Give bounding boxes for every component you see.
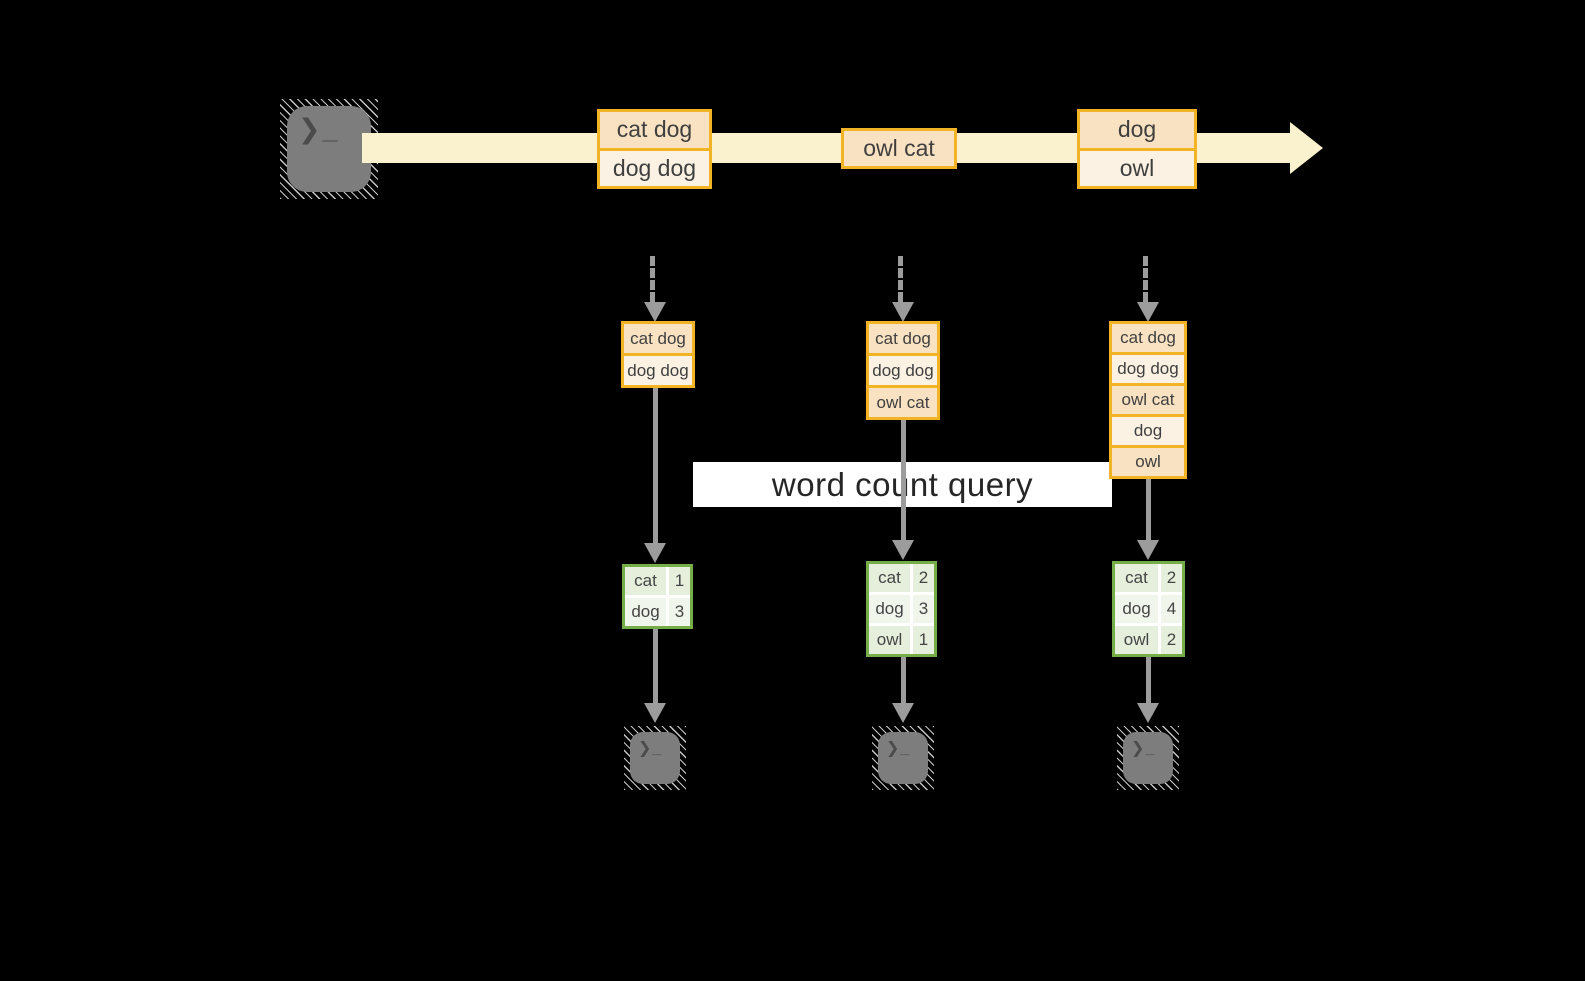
connector-line [653,629,658,704]
arrowhead-icon [644,703,666,723]
arrowhead-icon [892,302,914,322]
output-terminal-icon: ❯_ [1117,726,1179,790]
word-cell: dog [625,598,666,626]
buffer-record: cat dog [1112,324,1184,352]
word-cell: cat [869,564,910,592]
terminal-prompt-glyph: ❯_ [886,740,911,757]
buffer-record: owl cat [1112,383,1184,414]
stream-arrowhead-icon [1290,122,1323,174]
stream-event-3: dog owl [1077,109,1197,189]
event-line: dog [1080,112,1194,148]
terminal-prompt-glyph: ❯_ [298,114,340,144]
buffer-record: dog dog [1112,352,1184,383]
event-line: dog dog [600,147,709,186]
event-line: owl cat [844,131,954,166]
word-cell: owl [1115,626,1158,654]
terminal-prompt-glyph: ❯_ [638,740,663,757]
count-cell: 4 [1161,595,1182,623]
table-row: dog 3 [869,595,934,623]
ingest-arrow-dashed [1143,256,1148,302]
buffer-record: dog dog [869,353,937,385]
word-cell: dog [1115,595,1158,623]
count-table-2: cat 2 dog 3 owl 1 [866,561,937,657]
table-row: cat 2 [1115,564,1182,592]
arrowhead-icon [1137,540,1159,560]
count-cell: 3 [913,595,934,623]
word-cell: dog [869,595,910,623]
terminal-screen: ❯_ [1123,732,1173,784]
arrowhead-icon [644,302,666,322]
count-cell: 3 [669,598,690,626]
buffer-stack-2: cat dog dog dog owl cat [866,321,940,420]
connector-line [1146,479,1151,541]
output-terminal-icon: ❯_ [872,726,934,790]
buffer-record: cat dog [624,324,692,353]
arrowhead-icon [1137,703,1159,723]
count-table-1: cat 1 dog 3 [622,564,693,629]
word-cell: owl [869,626,910,654]
word-cell: cat [625,567,666,595]
word-cell: cat [1115,564,1158,592]
buffer-record: dog [1112,414,1184,445]
connector-line [653,388,658,544]
table-row: owl 1 [869,626,934,654]
arrowhead-icon [892,703,914,723]
table-row: dog 3 [625,598,690,626]
output-terminal-icon: ❯_ [624,726,686,790]
buffer-record: owl [1112,445,1184,476]
table-row: dog 4 [1115,595,1182,623]
buffer-record: cat dog [869,324,937,353]
terminal-screen: ❯_ [878,732,928,784]
count-cell: 2 [1161,564,1182,592]
stream-event-2: owl cat [841,128,957,169]
stream-event-1: cat dog dog dog [597,109,712,189]
terminal-prompt-glyph: ❯_ [1131,740,1156,757]
count-cell: 2 [1161,626,1182,654]
ingest-arrow-dashed [650,256,655,302]
connector-line [901,420,906,541]
event-line: cat dog [600,112,709,148]
event-line: owl [1080,147,1194,186]
arrowhead-icon [644,543,666,563]
count-table-3: cat 2 dog 4 owl 2 [1112,561,1185,657]
connector-line [1146,657,1151,704]
table-row: cat 1 [625,567,690,595]
arrowhead-icon [1137,302,1159,322]
count-cell: 1 [669,567,690,595]
buffer-record: owl cat [869,385,937,417]
source-terminal-icon: ❯_ [280,99,378,199]
buffer-stack-1: cat dog dog dog [621,321,695,388]
count-cell: 1 [913,626,934,654]
count-cell: 2 [913,564,934,592]
terminal-screen: ❯_ [630,732,680,784]
terminal-screen: ❯_ [287,106,371,192]
buffer-stack-3: cat dog dog dog owl cat dog owl [1109,321,1187,479]
buffer-record: dog dog [624,353,692,385]
connector-line [901,657,906,704]
arrowhead-icon [892,540,914,560]
ingest-arrow-dashed [898,256,903,302]
table-row: owl 2 [1115,626,1182,654]
table-row: cat 2 [869,564,934,592]
